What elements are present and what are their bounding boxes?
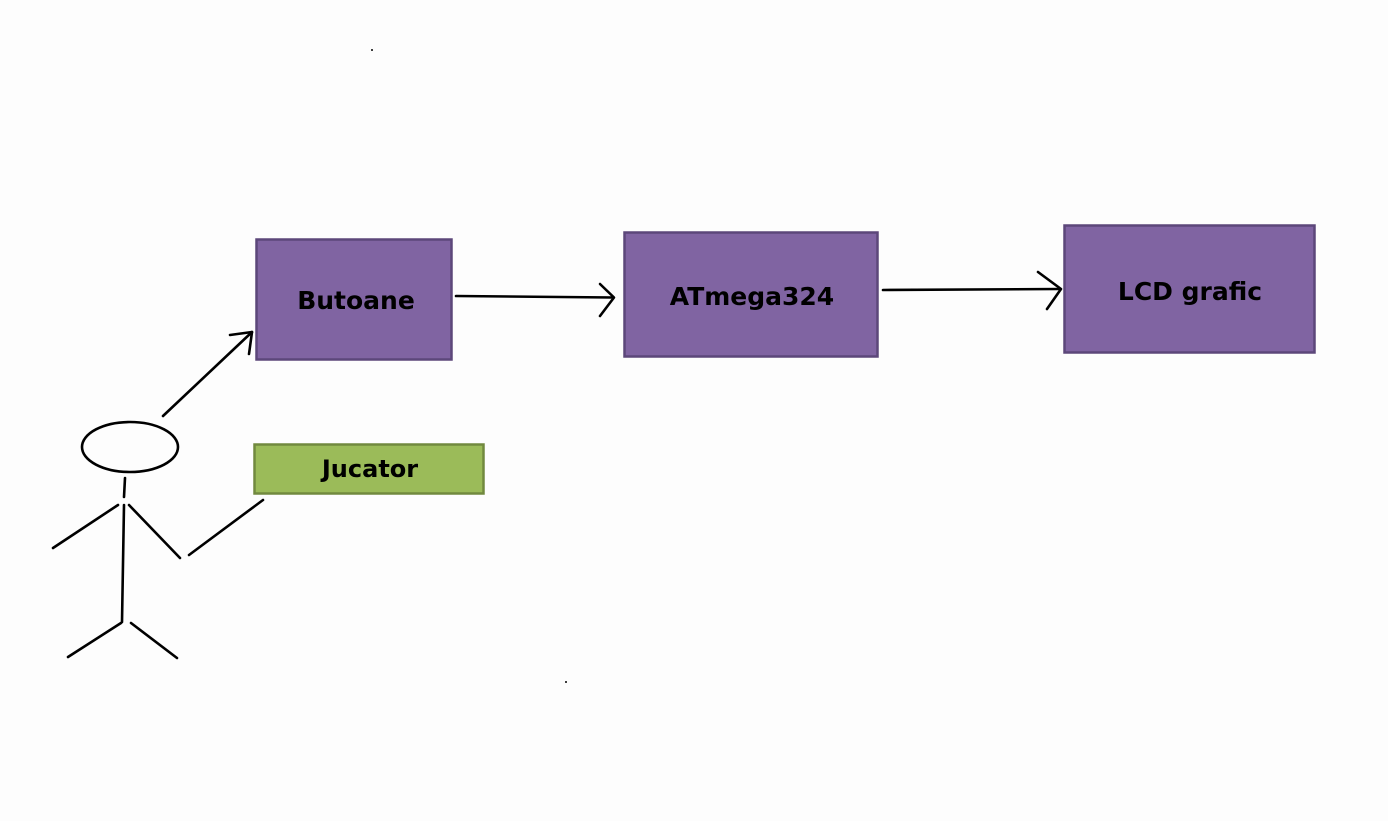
arrow-mcu-to-lcd [881,270,1063,311]
buttons-block-label: Butoane [297,286,415,315]
actor-label: Jucator [320,455,418,483]
stick-figure-icon [51,420,182,660]
actor-label-connector [187,498,265,557]
stray-dot [565,681,567,683]
stray-dot [371,49,373,51]
actor-label-box: Jucator [253,443,485,495]
lcd-block-label: LCD grafic [1118,277,1262,306]
arrow-actor-to-buttons [161,330,254,418]
lcd-block: LCD grafic [1063,224,1316,354]
mcu-block-label: ATmega324 [670,282,834,311]
arrow-buttons-to-mcu [454,282,616,318]
buttons-block: Butoane [255,238,453,361]
mcu-block: ATmega324 [623,231,879,358]
